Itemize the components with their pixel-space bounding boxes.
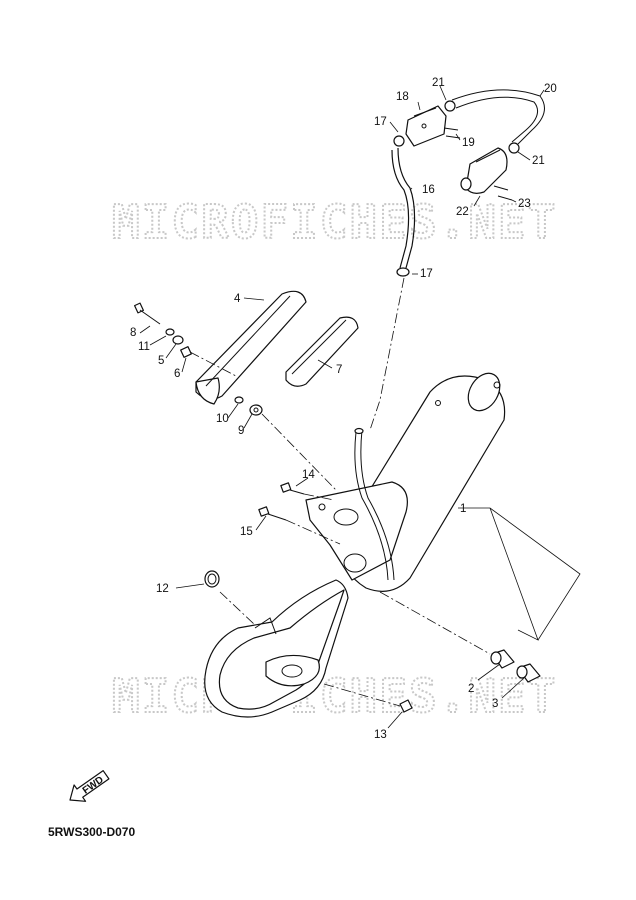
callout-8: 8 xyxy=(130,327,136,339)
pipe-20 xyxy=(451,89,545,145)
screws-19 xyxy=(443,127,461,139)
hose-16 xyxy=(369,135,416,431)
muffler xyxy=(204,372,506,718)
callout-7: 7 xyxy=(336,364,342,376)
bolt-15 xyxy=(258,506,341,545)
callout-15: 15 xyxy=(240,526,253,538)
callout-9: 9 xyxy=(238,425,244,437)
callout-17-bottom: 17 xyxy=(420,268,433,280)
clamp-21-top xyxy=(444,100,456,112)
callout-12: 12 xyxy=(156,583,169,595)
callout-6: 6 xyxy=(174,368,180,380)
callout-14: 14 xyxy=(302,469,315,481)
leader-lines xyxy=(139,85,581,729)
callout-23: 23 xyxy=(518,198,531,210)
washers-9-10 xyxy=(234,396,337,491)
reed-valve-22 xyxy=(460,147,508,194)
callouts: 1 2 3 4 5 6 7 8 9 10 11 12 13 14 15 16 1… xyxy=(130,77,557,741)
callout-20: 20 xyxy=(544,83,557,95)
callout-10: 10 xyxy=(216,413,229,425)
reed-valve-18 xyxy=(405,105,447,147)
protector-4 xyxy=(195,290,307,405)
screws-23 xyxy=(493,185,513,201)
callout-11: 11 xyxy=(138,341,150,353)
watermark-bottom: MICROFICHES.NET xyxy=(112,669,557,723)
watermark-top: MICROFICHES.NET xyxy=(112,195,557,249)
callout-4: 4 xyxy=(234,293,241,305)
diagram-code: 5RWS300-D070 xyxy=(48,825,135,839)
protector-7 xyxy=(285,316,359,387)
gasket-12 xyxy=(204,570,255,625)
callout-22: 22 xyxy=(456,206,469,218)
bolt-14 xyxy=(280,482,335,501)
callout-1: 1 xyxy=(460,503,466,515)
clamp-21-bottom xyxy=(508,142,520,154)
callout-19: 19 xyxy=(462,137,475,149)
callout-13: 13 xyxy=(374,729,387,741)
callout-5: 5 xyxy=(158,355,164,367)
bolt-8-stack xyxy=(133,302,237,377)
callout-2: 2 xyxy=(468,683,474,695)
dampers-2-3 xyxy=(379,591,541,683)
callout-17-top: 17 xyxy=(374,116,387,128)
bolt-13 xyxy=(323,683,413,713)
callout-21-top: 21 xyxy=(432,77,445,89)
callout-21-bottom: 21 xyxy=(532,155,545,167)
callout-18: 18 xyxy=(396,91,409,103)
callout-16: 16 xyxy=(422,184,435,196)
fwd-arrow-icon: FWD xyxy=(69,770,110,802)
callout-3: 3 xyxy=(492,698,498,710)
